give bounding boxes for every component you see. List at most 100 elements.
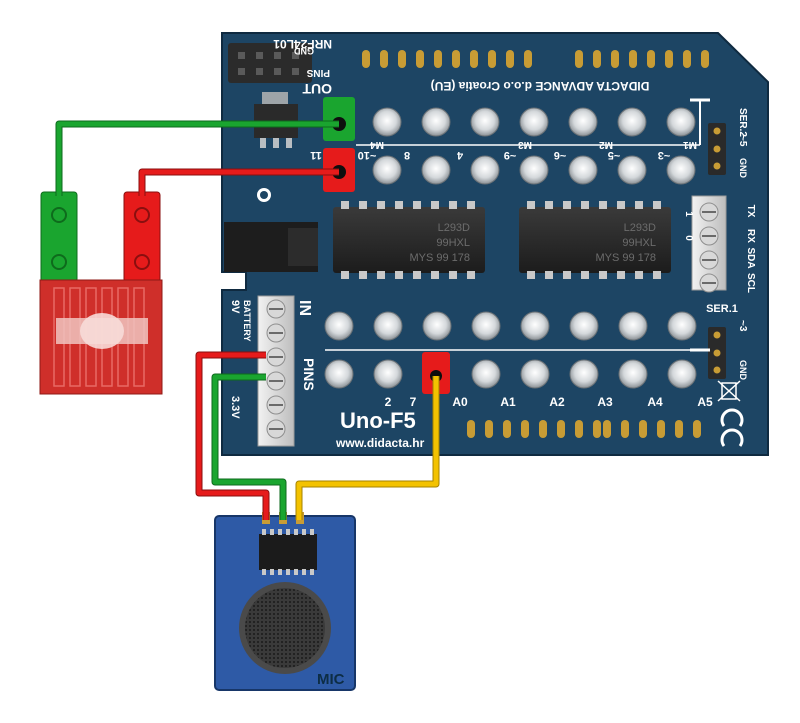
out-pad (470, 107, 500, 137)
wire-red-peltier (139, 169, 339, 196)
battery-terminal-block (257, 295, 295, 447)
header-hole (398, 50, 406, 68)
chip-pin (581, 271, 589, 279)
out-pads-bottom-row (372, 155, 696, 185)
motor-label: M3 (518, 139, 532, 150)
ce-mark-icon (720, 408, 744, 447)
chip1-line3: MYS 99 178 (409, 252, 470, 264)
header-hole (683, 50, 691, 68)
top-header-holes (362, 50, 709, 68)
header-hole (657, 420, 665, 438)
in-pad (471, 311, 501, 341)
mic-chip-pin (310, 529, 314, 535)
ser2-gnd-label: GND (738, 158, 748, 179)
bottom-header-holes (467, 420, 701, 438)
mic-chip-pin (286, 529, 290, 535)
out-pad (372, 155, 402, 185)
chip1-line2: 99HXL (436, 237, 470, 249)
chip-pin (395, 271, 403, 279)
header-hole (503, 420, 511, 438)
header-hole (603, 420, 611, 438)
out-pad (470, 155, 500, 185)
in-pads-top-row (324, 311, 710, 352)
motor-label: M2 (599, 139, 613, 150)
header-hole (506, 50, 514, 68)
in-pin-label: A1 (500, 395, 516, 409)
out-pad (568, 155, 598, 185)
chip-pin (395, 201, 403, 209)
nrf-pin (292, 52, 299, 59)
header-hole (557, 420, 565, 438)
in-pin-label: A0 (452, 395, 468, 409)
wires (55, 120, 440, 520)
out-pin-number: 11 (310, 149, 322, 161)
header-hole (665, 50, 673, 68)
board-name: Uno-F5 (340, 408, 416, 433)
chip-pin (581, 201, 589, 209)
chip-pin (359, 271, 367, 279)
mic-chip-pin (310, 569, 314, 575)
terminal-label: TX (745, 205, 756, 218)
header-hole (629, 50, 637, 68)
gnd-label-nrf: GND (294, 46, 315, 56)
mic-chip-pin (270, 569, 274, 575)
chip1-line1: L293D (438, 222, 470, 234)
ser1-gnd-label: GND (738, 360, 748, 381)
chip2-line2: 99HXL (622, 237, 656, 249)
terminal-label: 1 (683, 211, 694, 217)
wire-green-mic (212, 374, 286, 520)
ser1-label: SER.1 (706, 303, 738, 315)
out-pin-number: ~6 (554, 149, 567, 161)
in-pins-label: PINS (301, 358, 317, 391)
chip-pin (527, 201, 535, 209)
out-pad (666, 107, 696, 137)
chip-pin (449, 201, 457, 209)
header-hole (611, 50, 619, 68)
chip-pin (431, 201, 439, 209)
in-pad (520, 311, 550, 341)
mic-chip-pin (262, 529, 266, 535)
in-pad (373, 311, 403, 341)
header-hole (362, 50, 370, 68)
nrf-pin (292, 68, 299, 75)
wire-green-peltier (56, 121, 339, 196)
header-hole (485, 420, 493, 438)
out-pad (568, 107, 598, 137)
in-pin-label: A2 (549, 395, 565, 409)
out-pin-number: ~3 (658, 149, 671, 161)
ser1-header (708, 327, 726, 379)
out-pin-number: ~5 (608, 149, 621, 161)
header-hole (575, 50, 583, 68)
out-pad (666, 155, 696, 185)
mic-chip-pin (302, 569, 306, 575)
out-pin-number: 8 (404, 149, 410, 161)
motor-driver-chip-1: L293D 99HXL MYS 99 178 (333, 201, 485, 279)
in-pin-label: A5 (697, 395, 713, 409)
ser1-pin-label: ~3 (737, 320, 748, 332)
maker-label: DIDACTA ADVANCE d.o.o Croatia (EU) (431, 79, 650, 93)
in-pad (569, 311, 599, 341)
out-label: OUT (302, 81, 332, 97)
nrf-pin (256, 52, 263, 59)
chip-pin (617, 201, 625, 209)
dc-power-jack (224, 222, 318, 272)
nrf-pin (238, 68, 245, 75)
out-pin-number: 4 (456, 149, 463, 161)
header-hole (621, 420, 629, 438)
chip-pin (449, 271, 457, 279)
in-pad (324, 359, 354, 389)
chip-pin (341, 271, 349, 279)
chip-pin (635, 201, 643, 209)
out-pad (617, 155, 647, 185)
header-hole (470, 50, 478, 68)
battery-3v3-label: 3.3V (229, 396, 241, 419)
out-pin-number: ~9 (504, 149, 517, 161)
terminal-label: RX (745, 229, 756, 243)
chip-pin (467, 271, 475, 279)
chip2-line3: MYS 99 178 (595, 252, 656, 264)
